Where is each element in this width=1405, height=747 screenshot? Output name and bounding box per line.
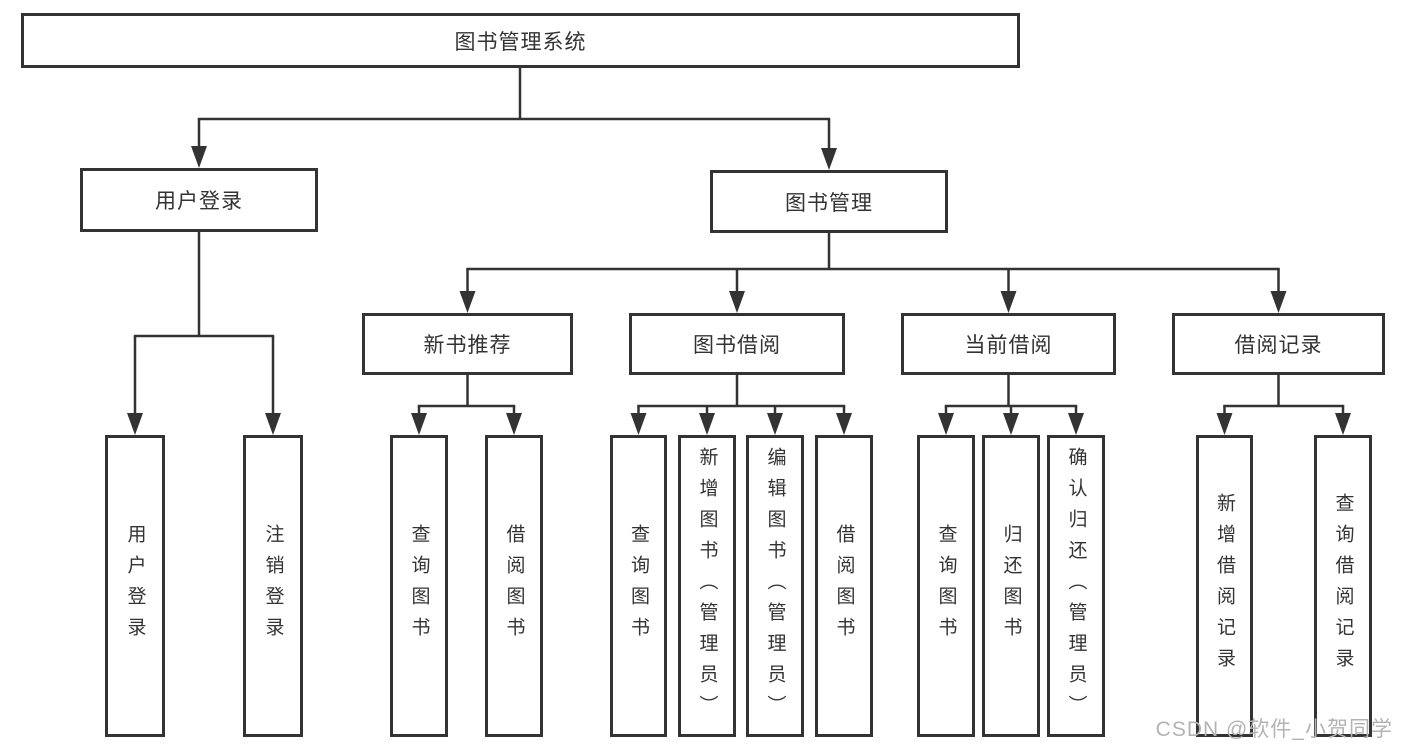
node-user-login-branch: 用户登录 [80, 168, 318, 232]
leaf-query-borrow-record-label: 查询借阅记录 [1332, 493, 1354, 679]
leaf-add-borrow-record: 新增借阅记录 [1196, 435, 1253, 737]
csdn-watermark: CSDN @软件_小贺同学 [1155, 718, 1393, 741]
node-root-system: 图书管理系统 [21, 13, 1020, 68]
leaf-recommend-query-books: 查询图书 [390, 435, 448, 737]
leaf-add-borrow-record-label: 新增借阅记录 [1214, 493, 1235, 679]
leaf-logout-label: 注销登录 [262, 524, 284, 648]
leaf-logout: 注销登录 [243, 435, 303, 737]
leaf-return-books-label: 归还图书 [1000, 524, 1022, 648]
leaf-add-books-admin-label: 新增图书（管理员） [696, 446, 718, 726]
leaf-edit-books-admin-label: 编辑图书（管理员） [764, 446, 786, 726]
leaf-user-login-label: 用户登录 [124, 524, 146, 648]
leaf-borrow-books: 借阅图书 [815, 435, 873, 737]
leaf-current-query-books: 查询图书 [917, 435, 975, 737]
leaf-edit-books-admin: 编辑图书（管理员） [746, 435, 804, 737]
leaf-return-books: 归还图书 [982, 435, 1040, 737]
leaf-confirm-return-admin: 确认归还（管理员） [1047, 435, 1105, 737]
leaf-recommend-borrow-books: 借阅图书 [485, 435, 543, 737]
leaf-user-login: 用户登录 [105, 435, 165, 737]
leaf-current-query-books-label: 查询图书 [935, 524, 957, 648]
leaf-recommend-borrow-books-label: 借阅图书 [503, 524, 525, 648]
leaf-add-books-admin: 新增图书（管理员） [678, 435, 736, 737]
node-book-borrowing: 图书借阅 [629, 313, 845, 375]
leaf-query-borrow-record: 查询借阅记录 [1314, 435, 1372, 737]
leaf-borrow-books-label: 借阅图书 [833, 524, 855, 648]
node-book-management-branch: 图书管理 [710, 170, 948, 233]
leaf-borrow-query-books-label: 查询图书 [628, 524, 649, 648]
node-current-borrowing: 当前借阅 [901, 313, 1116, 375]
leaf-recommend-query-books-label: 查询图书 [408, 524, 430, 648]
leaf-confirm-return-admin-label: 确认归还（管理员） [1065, 446, 1087, 726]
node-new-book-recommend: 新书推荐 [362, 313, 573, 375]
leaf-borrow-query-books: 查询图书 [610, 435, 667, 737]
node-borrowing-records: 借阅记录 [1172, 313, 1385, 375]
